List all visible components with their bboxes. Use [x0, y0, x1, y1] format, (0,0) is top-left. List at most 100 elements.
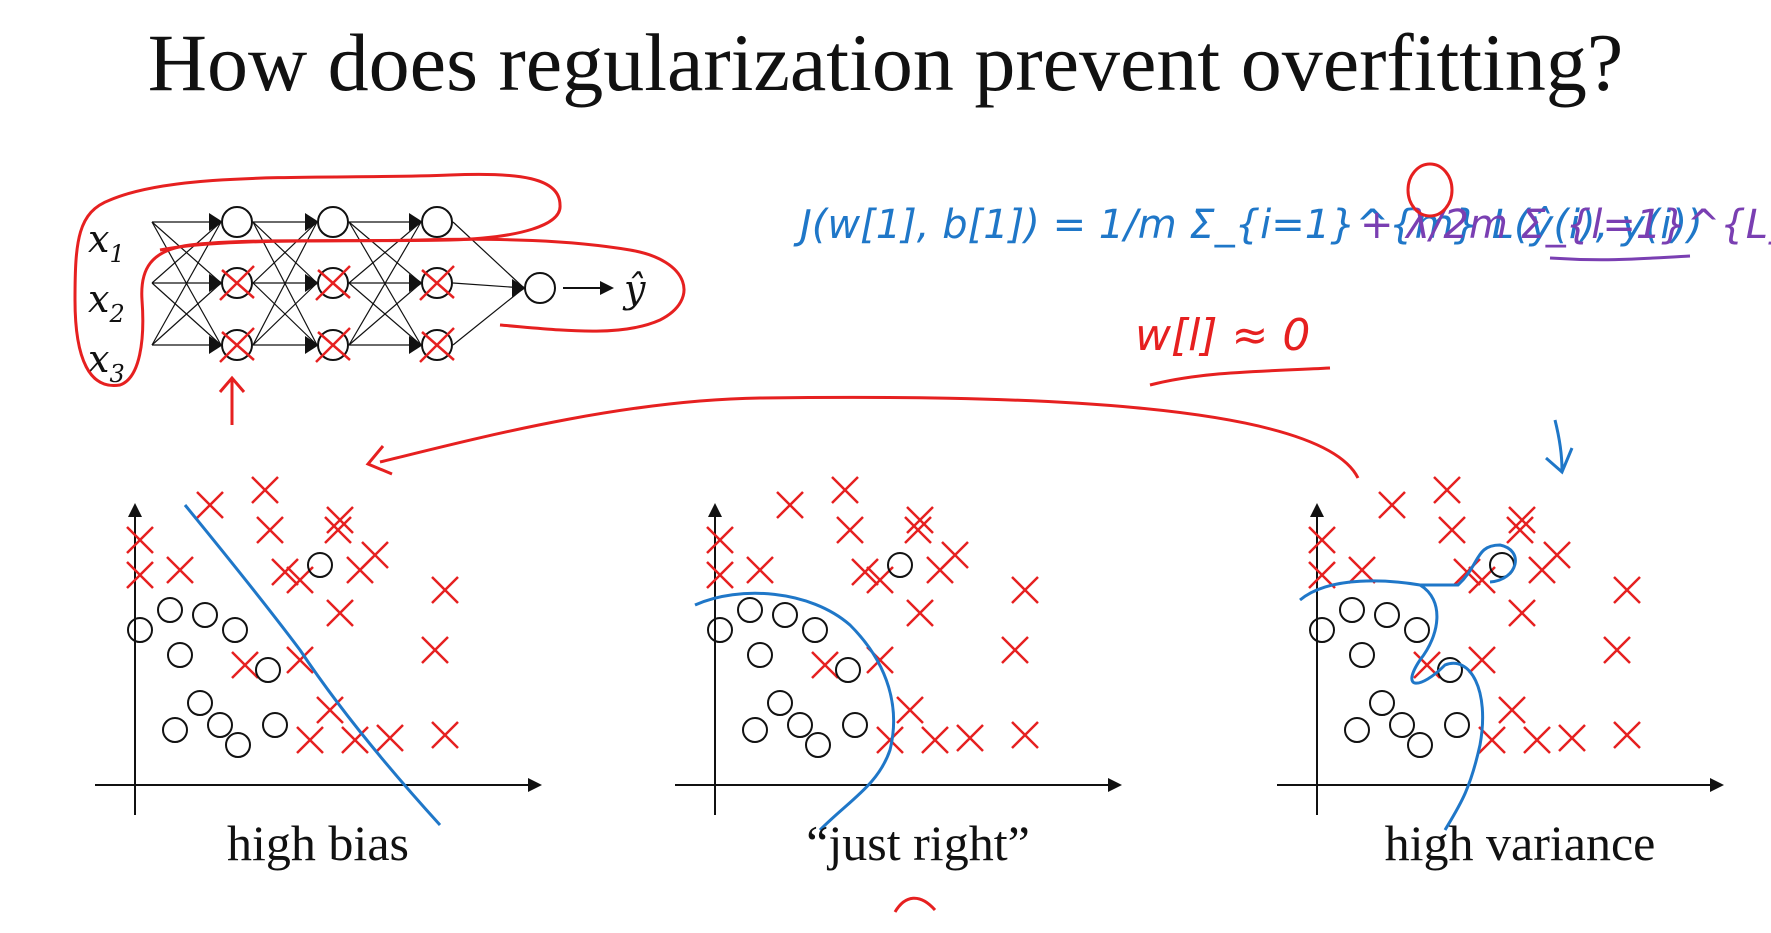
red-curved-arrowhead [365, 445, 393, 476]
hidden-unit-node [221, 206, 253, 238]
network-units [209, 206, 556, 363]
caption-just-right: “just right” [806, 815, 1030, 871]
positive-example-cross [1308, 561, 1336, 589]
positive-example-cross [1506, 516, 1534, 544]
positive-example-cross [706, 526, 734, 554]
connection-line [252, 221, 318, 346]
negative-example-circle [162, 717, 188, 743]
negative-example-circle [707, 617, 733, 643]
crossed-out-mark [317, 331, 351, 361]
negative-example-circle [255, 657, 281, 683]
negative-example-circle [1339, 597, 1365, 623]
positive-example-cross [271, 558, 299, 586]
positive-example-cross [1508, 506, 1536, 534]
red-caret-just-right [893, 896, 937, 913]
positive-example-cross [896, 696, 924, 724]
negative-example-circle [192, 602, 218, 628]
positive-example-cross [904, 516, 932, 544]
positive-example-cross [1438, 516, 1466, 544]
positive-example-cross [376, 724, 404, 752]
positive-example-cross [231, 651, 259, 679]
negative-example-circle [842, 712, 868, 738]
hidden-unit-node [421, 206, 453, 238]
connection-line [348, 221, 422, 346]
positive-example-cross [126, 526, 154, 554]
positive-example-cross [316, 696, 344, 724]
caption-high-bias: high bias [227, 815, 409, 871]
negative-example-circle [262, 712, 288, 738]
positive-example-cross [776, 491, 804, 519]
negative-example-circle [1407, 732, 1433, 758]
positive-example-cross [126, 561, 154, 589]
negative-example-circle [222, 617, 248, 643]
caption-high-variance: high variance [1385, 815, 1656, 871]
decision-boundary-curve [183, 504, 442, 827]
negative-example-circle [767, 690, 793, 716]
negative-example-circle [167, 642, 193, 668]
crossed-out-mark [421, 331, 455, 361]
positive-example-cross [956, 724, 984, 752]
connection-arrowhead [209, 274, 223, 292]
neural-network-diagram: x1 x2 x3 ŷ [73, 172, 686, 425]
connection-arrowhead [305, 274, 319, 292]
connection-arrowhead [409, 336, 423, 354]
connection-arrowhead [409, 274, 423, 292]
positive-example-cross [1348, 556, 1376, 584]
network-connections [151, 221, 525, 346]
positive-example-cross [1613, 576, 1641, 604]
negative-example-circle [1404, 617, 1430, 643]
slide-title: How does regularization prevent overfitt… [147, 17, 1624, 108]
crossed-out-mark [317, 269, 351, 299]
negative-example-circle [805, 732, 831, 758]
positive-example-cross [876, 726, 904, 754]
negative-example-circle [1389, 712, 1415, 738]
negative-example-circle [787, 712, 813, 738]
lambda-circle [1406, 162, 1454, 218]
positive-example-cross [1543, 541, 1571, 569]
connection-arrowhead [512, 279, 526, 297]
connection-line [348, 282, 422, 346]
positive-example-cross [811, 651, 839, 679]
positive-example-cross [1378, 491, 1406, 519]
positive-example-cross [1001, 636, 1029, 664]
negative-example-circle [772, 602, 798, 628]
output-y-hat-label: ŷ [622, 267, 646, 311]
negative-example-circle [225, 732, 251, 758]
weights-approx-zero-text: w[l] ≈ 0 [1135, 310, 1310, 361]
positive-example-cross [906, 599, 934, 627]
positive-example-cross [1603, 636, 1631, 664]
positive-example-cross [1523, 726, 1551, 754]
negative-example-circle [187, 690, 213, 716]
positive-example-cross [361, 541, 389, 569]
negative-example-circle [1444, 712, 1470, 738]
positive-example-cross [1308, 526, 1336, 554]
negative-example-circle [1349, 642, 1375, 668]
cost-function-formula: J(w[1], b[1]) = 1/m Σ_{i=1}^{m} L(ŷ(i), … [793, 162, 1771, 387]
decision-boundary-curve [694, 591, 896, 832]
positive-example-cross [431, 721, 459, 749]
positive-example-cross [341, 726, 369, 754]
decision-boundary-curve [1299, 543, 1517, 831]
negative-example-circle [1344, 717, 1370, 743]
negative-example-circle [742, 717, 768, 743]
positive-example-cross [286, 646, 314, 674]
connection-line [452, 221, 525, 289]
red-up-arrow-network [218, 375, 246, 425]
positive-example-cross [251, 476, 279, 504]
cost-function-text: J(w[1], b[1]) = 1/m Σ_{i=1}^{m} L(ŷ(i), … [793, 202, 1703, 248]
positive-example-cross [706, 561, 734, 589]
positive-example-cross [1433, 476, 1461, 504]
regularization-term-text: + λ/2m Σ_{l=1}^{L} ||w[l]||²_F [1360, 202, 1771, 248]
positive-example-cross [296, 726, 324, 754]
connection-line [151, 282, 222, 346]
negative-example-circle [747, 642, 773, 668]
positive-example-cross [256, 516, 284, 544]
positive-example-cross [326, 599, 354, 627]
positive-example-cross [324, 516, 352, 544]
negative-example-circle [307, 552, 333, 578]
connection-line [452, 287, 525, 346]
negative-example-circle [157, 597, 183, 623]
crossed-out-mark [221, 331, 255, 361]
negative-example-circle [887, 552, 913, 578]
